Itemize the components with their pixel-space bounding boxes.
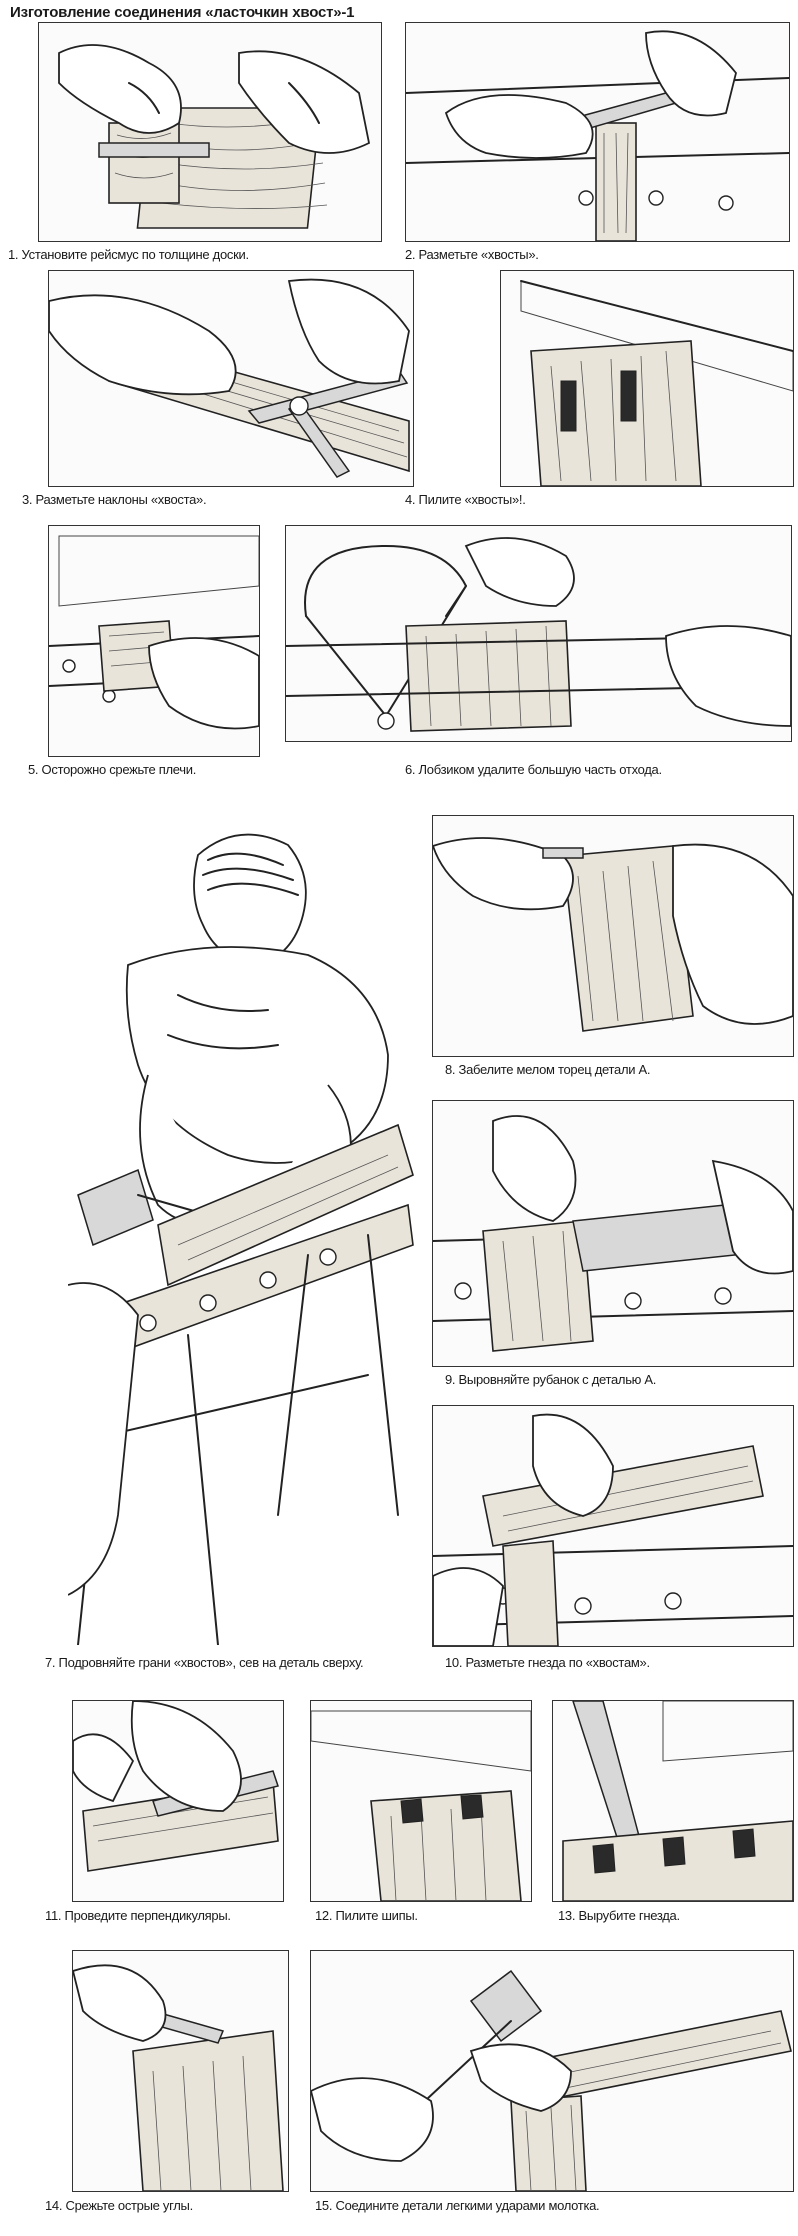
step-11-caption: 11. Проведите перпендикуляры. xyxy=(45,1908,231,1923)
try-square-icon xyxy=(73,1701,279,1872)
coping-saw-icon xyxy=(286,537,791,732)
man-chiseling-icon xyxy=(68,833,414,1645)
step-13-illustration xyxy=(552,1700,794,1902)
step-12-caption: 12. Пилите шипы. xyxy=(315,1908,418,1923)
step-10-caption: 10. Разметьте гнезда по «хвостам». xyxy=(445,1655,650,1670)
step-9-caption: 9. Выровняйте рубанок с деталью А. xyxy=(445,1372,657,1387)
step-3-illustration xyxy=(48,270,414,487)
step-11-illustration xyxy=(72,1700,284,1902)
marking-knife-icon xyxy=(433,1413,793,1646)
step-6-caption: 6. Лобзиком удалите большую часть отхода… xyxy=(405,762,662,777)
step-7-caption: 7. Подровняйте грани «хвостов», сев на д… xyxy=(45,1655,364,1670)
marking-gauge-icon xyxy=(58,44,371,229)
step-5-caption: 5. Осторожно срежьте плечи. xyxy=(28,762,197,777)
hand-plane-icon xyxy=(433,1115,793,1352)
step-7-illustration xyxy=(68,815,420,1645)
marking-square-icon xyxy=(406,30,789,241)
step-14-caption: 14. Срежьте острые углы. xyxy=(45,2198,193,2213)
step-8-illustration xyxy=(432,815,794,1057)
tenon-saw-icon xyxy=(520,280,793,486)
step-6-illustration xyxy=(285,525,792,742)
shoulder-cut-icon xyxy=(49,535,259,730)
step-10-illustration xyxy=(432,1405,794,1647)
sliding-bevel-icon xyxy=(49,278,410,478)
step-13-caption: 13. Вырубите гнезда. xyxy=(558,1908,680,1923)
mallet-assembly-icon xyxy=(311,1969,792,2191)
step-15-caption: 15. Соедините детали легкими ударами мол… xyxy=(315,2198,600,2213)
paring-chisel-icon xyxy=(73,1964,284,2191)
page-title: Изготовление соединения «ласточкин хвост… xyxy=(10,4,355,21)
step-15-illustration xyxy=(310,1950,794,2192)
step-1-caption: 1. Установите рейсмус по толщине доски. xyxy=(8,247,249,262)
step-9-illustration xyxy=(432,1100,794,1367)
saw-pins-icon xyxy=(311,1710,531,1901)
step-14-illustration xyxy=(72,1950,289,2192)
step-2-illustration xyxy=(405,22,790,242)
step-1-illustration xyxy=(38,22,382,242)
chalk-icon xyxy=(433,837,793,1032)
chisel-icon xyxy=(562,1701,793,1901)
step-8-caption: 8. Забелите мелом торец детали А. xyxy=(445,1062,651,1077)
step-4-illustration xyxy=(500,270,794,487)
step-3-caption: 3. Разметьте наклоны «хвоста». xyxy=(22,492,207,507)
step-2-caption: 2. Разметьте «хвосты». xyxy=(405,247,539,262)
step-4-caption: 4. Пилите «хвосты»!. xyxy=(405,492,526,507)
step-12-illustration xyxy=(310,1700,532,1902)
step-5-illustration xyxy=(48,525,260,757)
